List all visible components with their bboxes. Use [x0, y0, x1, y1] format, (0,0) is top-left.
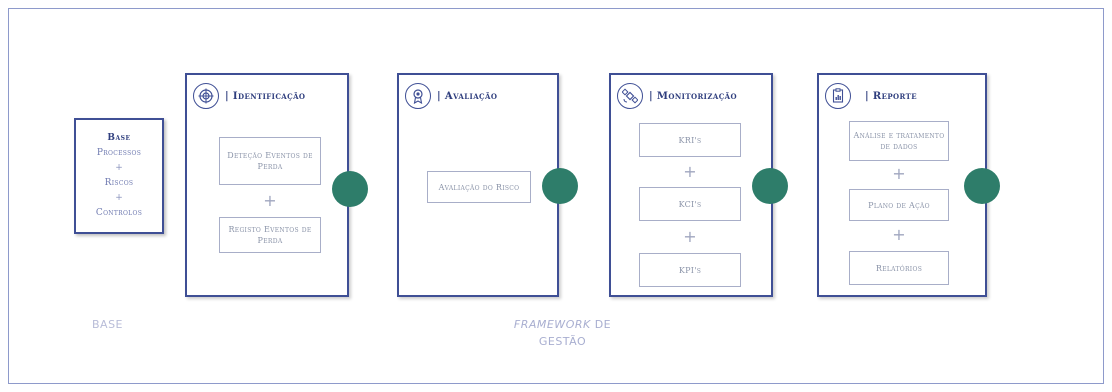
base-item-processos: Processos [96, 148, 142, 158]
plus-sign: + [892, 164, 906, 183]
base-item-riscos: Riscos [104, 178, 134, 188]
base-plus: + [115, 193, 123, 203]
framework-de: DE [590, 318, 612, 331]
card-header: | Reporte [825, 81, 917, 111]
card-title: | Avaliação [437, 90, 498, 102]
card-title: | Monitorização [649, 90, 737, 102]
plus-sign: + [683, 227, 697, 246]
base-box: Base Processos + Riscos + Controlos [74, 118, 164, 234]
plus-sign: + [263, 191, 277, 210]
target-icon [193, 83, 219, 109]
item-relatorios: Relatórios [849, 251, 949, 285]
item-kpi: KPI's [639, 253, 741, 287]
item-plano-acao: Plano de Ação [849, 189, 949, 221]
connector-dot [964, 168, 1000, 204]
diagram-frame [8, 8, 1104, 384]
connector-dot [332, 171, 368, 207]
item-kci: KCI's [639, 187, 741, 221]
card-avaliacao: | Avaliação Avaliação do Risco [397, 73, 559, 297]
card-header: | Identificação [193, 81, 305, 111]
card-monitorizacao: | Monitorização KRI's + KCI's + KPI's [609, 73, 773, 297]
item-avaliacao-risco: Avaliação do Risco [427, 171, 531, 203]
card-header: | Avaliação [405, 81, 497, 111]
card-identificacao: | Identificação Deteção Eventos de Perda… [185, 73, 349, 297]
card-reporte: | Reporte Análise e tratamento de dados … [817, 73, 987, 297]
card-title: | Reporte [865, 90, 917, 102]
report-icon [825, 83, 851, 109]
plus-sign: + [892, 225, 906, 244]
connector-dot [542, 168, 578, 204]
award-icon [405, 83, 431, 109]
framework-gestao: GESTÃO [538, 335, 587, 348]
base-title: Base [107, 133, 131, 143]
satellite-icon [617, 83, 643, 109]
item-detecao-eventos: Deteção Eventos de Perda [219, 137, 321, 185]
plus-sign: + [683, 162, 697, 181]
connector-dot [752, 168, 788, 204]
card-title: | Identificação [225, 90, 306, 102]
item-analise-dados: Análise e tratamento de dados [849, 121, 949, 161]
item-kri: KRI's [639, 123, 741, 157]
framework-word: FRAMEWORK [513, 318, 591, 331]
item-registo-eventos: Registo Eventos de Perda [219, 217, 321, 253]
framework-section-label: FRAMEWORK DE GESTÃO [500, 316, 625, 350]
base-section-label: BASE [92, 318, 124, 331]
base-plus: + [115, 163, 123, 173]
card-header: | Monitorização [617, 81, 737, 111]
base-item-controlos: Controlos [95, 208, 143, 218]
